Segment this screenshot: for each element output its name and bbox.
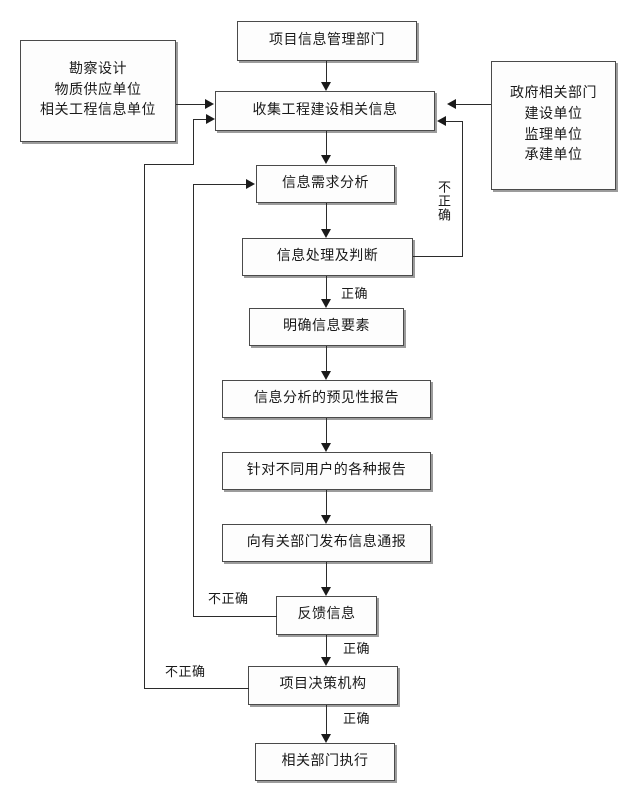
edge-label-incorrect-decision: 不正确 <box>165 664 206 679</box>
node-label-line-2: 建设单位 <box>524 106 583 122</box>
arrowhead-process-judge-to-clarify <box>321 299 331 308</box>
connector-publish-to-feedback <box>326 562 327 587</box>
node-information-demand-analysis[interactable]: 信息需求分析 <box>256 165 395 203</box>
node-label-line-3: 相关工程信息单位 <box>40 103 156 119</box>
connector-decision-incorrect-vertical-segment <box>144 164 145 689</box>
edge-label-correct-after-judge: 正确 <box>341 286 369 301</box>
connector-decision-to-execute <box>326 705 327 734</box>
node-label-line-2: 物质供应单位 <box>54 82 142 98</box>
arrowhead-top-dept-to-collect <box>321 82 331 91</box>
connector-decision-incorrect-jog-segment <box>144 164 194 165</box>
node-reports-for-different-users[interactable]: 针对不同用户的各种报告 <box>222 452 431 490</box>
edge-label-correct-after-decision: 正确 <box>343 711 371 726</box>
connector-feedback-incorrect-to-demand-segment <box>193 184 247 185</box>
node-label: 项目信息管理部门 <box>269 32 385 48</box>
connector-judge-incorrect-to-collect-segment <box>446 121 463 122</box>
connector-process-judge-to-clarify <box>326 276 327 299</box>
node-label-line-4: 承建单位 <box>524 148 583 164</box>
connector-judge-incorrect-right-segment <box>413 256 462 257</box>
node-information-processing-and-judgement[interactable]: 信息处理及判断 <box>242 238 413 276</box>
node-label-line-1: 政府相关部门 <box>510 86 597 102</box>
arrowhead-demand-analysis-to-process-judge <box>321 229 331 238</box>
node-label: 针对不同用户的各种报告 <box>246 462 407 478</box>
node-right-information-sources[interactable]: 政府相关部门 建设单位 监理单位 承建单位 <box>491 61 616 190</box>
connector-forecast-to-user-reports <box>326 418 327 443</box>
edge-label-incorrect-feedback: 不正确 <box>208 591 249 606</box>
arrowhead-user-reports-to-publish <box>321 515 331 524</box>
connector-decision-incorrect-left-segment <box>144 688 249 689</box>
connector-feedback-to-decision <box>326 635 327 657</box>
node-label: 明确信息要素 <box>283 318 370 334</box>
node-project-info-management-department[interactable]: 项目信息管理部门 <box>237 21 417 61</box>
connector-clarify-to-forecast <box>326 346 327 371</box>
connector-right-sources-to-collect <box>456 104 491 105</box>
node-left-information-sources[interactable]: 勘察设计 物质供应单位 相关工程信息单位 <box>20 40 176 142</box>
connector-demand-analysis-to-process-judge <box>326 203 327 229</box>
arrowhead-decision-to-execute <box>321 734 331 743</box>
arrowhead-right-sources-to-collect <box>447 99 456 109</box>
arrowhead-decision-incorrect-to-collect <box>206 114 215 124</box>
connector-collect-to-demand-analysis <box>326 131 327 155</box>
node-label: 项目决策机构 <box>279 677 367 693</box>
connector-feedback-incorrect-vertical-segment <box>193 184 194 617</box>
arrowhead-forecast-to-user-reports <box>321 443 331 452</box>
node-feedback-information[interactable]: 反馈信息 <box>276 596 377 635</box>
node-relevant-department-execution[interactable]: 相关部门执行 <box>255 743 395 781</box>
connector-top-dept-to-collect <box>326 61 327 83</box>
arrowhead-clarify-to-forecast <box>321 371 331 380</box>
node-label: 信息处理及判断 <box>276 248 379 264</box>
connector-feedback-incorrect-left-segment <box>193 616 277 617</box>
node-project-decision-body[interactable]: 项目决策机构 <box>248 666 398 705</box>
node-label: 相关部门执行 <box>281 753 369 769</box>
node-publish-information-bulletin[interactable]: 向有关部门发布信息通报 <box>222 524 431 562</box>
connector-decision-incorrect-up-to-collect <box>193 119 194 165</box>
node-label: 信息分析的预见性报告 <box>254 390 399 406</box>
node-collect-construction-information[interactable]: 收集工程建设相关信息 <box>215 91 435 131</box>
edge-label-incorrect-right: 不正确 <box>436 180 451 222</box>
node-label-line-1: 勘察设计 <box>69 61 127 77</box>
node-label: 信息需求分析 <box>282 175 369 191</box>
connector-judge-incorrect-vertical-segment <box>462 121 463 257</box>
edge-label-correct-after-feedback: 正确 <box>343 641 371 656</box>
node-label: 向有关部门发布信息通报 <box>246 534 407 550</box>
arrowhead-collect-to-demand-analysis <box>321 155 331 164</box>
node-label: 反馈信息 <box>297 607 356 623</box>
arrowhead-feedback-to-decision <box>321 657 331 666</box>
arrowhead-judge-incorrect-to-collect <box>437 116 446 126</box>
connector-decision-incorrect-to-collect-segment <box>193 119 207 120</box>
connector-left-sources-to-collect <box>176 104 206 105</box>
arrowhead-feedback-incorrect-to-demand <box>246 179 255 189</box>
connector-user-reports-to-publish <box>326 490 327 515</box>
node-clarify-information-elements[interactable]: 明确信息要素 <box>249 308 404 346</box>
node-label: 收集工程建设相关信息 <box>252 102 398 118</box>
node-label-line-3: 监理单位 <box>524 127 583 143</box>
arrowhead-publish-to-feedback <box>321 587 331 596</box>
arrowhead-left-sources-to-collect <box>205 99 214 109</box>
node-predictive-analysis-report[interactable]: 信息分析的预见性报告 <box>222 380 431 418</box>
